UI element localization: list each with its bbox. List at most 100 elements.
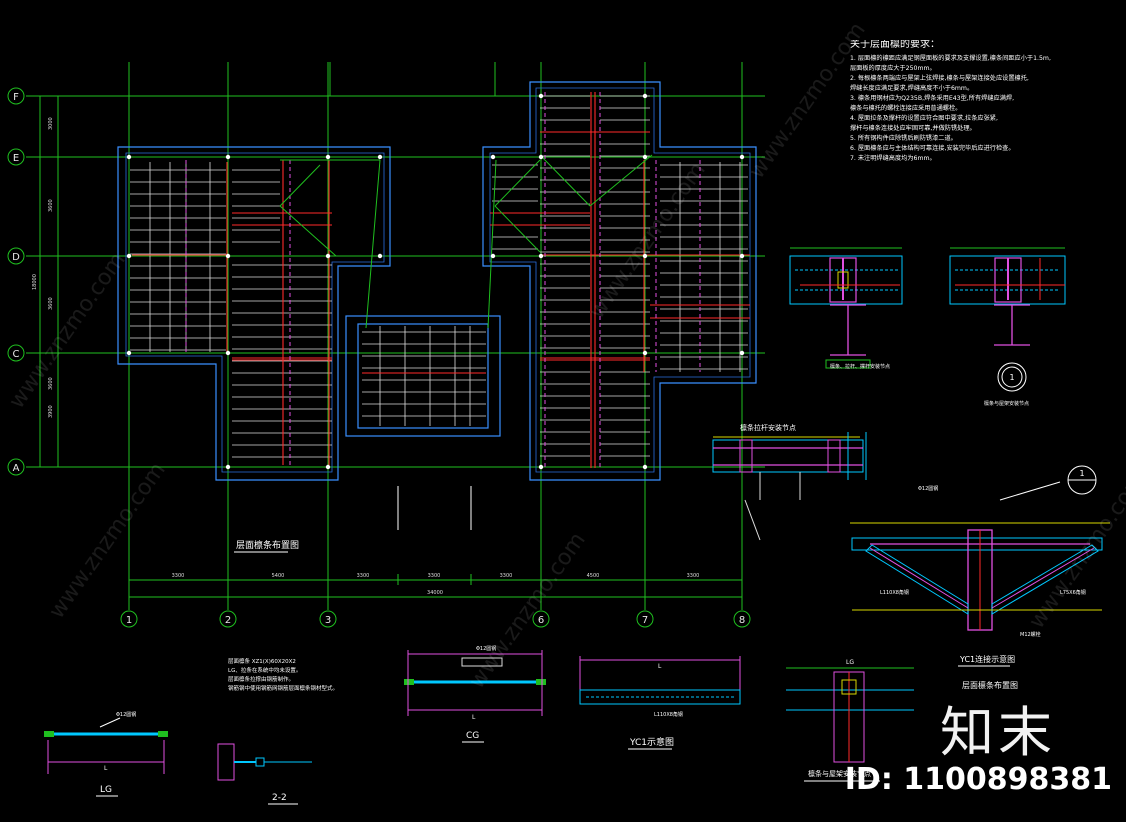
- dim-left-1: 3000: [48, 117, 54, 130]
- notes-title: 关于层面檩的要求：: [850, 40, 940, 50]
- column-nodes: [126, 93, 745, 470]
- column-node: [490, 253, 496, 259]
- axis-label-F: F: [13, 92, 19, 103]
- watermark-brand: 知末: [940, 701, 1056, 764]
- column-node: [642, 350, 648, 356]
- purlin-node-detail-a: [789, 247, 903, 369]
- dim-bottom-total: 34000: [427, 590, 443, 596]
- purlin-install-node-label: LG: [846, 659, 854, 666]
- notes-item: 4. 屋面拉条及撑杆的设置应符合图中要求,拉条应张紧,: [850, 115, 998, 122]
- notes-item: 檩条与檩托的螺栓连接应采用普通螺栓。: [850, 105, 962, 112]
- cg-detail: Φ12圆钢 L CG: [404, 645, 546, 743]
- left-dimension: [36, 95, 62, 468]
- section-cut-lines: [397, 486, 472, 530]
- notes-item: 撑杆与檩条连接处应牢固可靠,并做防锈处理。: [850, 125, 976, 132]
- tie-rods: [132, 131, 750, 374]
- notes-item: 焊缝长度应满足要求,焊缝高度不小于6mm。: [850, 85, 974, 92]
- svg-text:LG、拉条在系统中均未设置。: LG、拉条在系统中均未设置。: [228, 666, 301, 674]
- section-2-2-title: 2-2: [272, 793, 287, 803]
- column-node: [538, 93, 544, 99]
- yc1-title: YC1示意图: [629, 736, 674, 748]
- lg-title: LG: [100, 785, 112, 795]
- notes-item: 7. 未注明焊缝高度均为6mm。: [850, 155, 936, 162]
- column-node: [739, 350, 745, 356]
- axis-label-C: C: [13, 349, 20, 360]
- column-node: [126, 350, 132, 356]
- notes-item: 层面板的厚度应大于250mm。: [850, 65, 936, 72]
- yc1-diag-label-left: L110X8角钢: [880, 589, 909, 596]
- purlins-left-wing: [130, 162, 332, 458]
- column-node: [325, 464, 331, 470]
- dim-bottom-5: 3300: [500, 573, 513, 579]
- svg-text:檩条、拉杆、撑杆安装节点: 檩条、拉杆、撑杆安装节点: [830, 363, 890, 370]
- yc1-schematic: L L110X8角钢 YC1示意图: [579, 656, 741, 750]
- connection-detail-middle: 檩条拉杆安装节点: [712, 423, 867, 541]
- dim-bottom-2: 5400: [272, 573, 285, 579]
- purlin-install-node-title: 檩条与屋架安装节点: [808, 769, 871, 778]
- axis-label-A: A: [13, 463, 20, 474]
- purlins-middle: [362, 326, 486, 426]
- column-node: [642, 154, 648, 160]
- notes-item: 1. 层面檩的檩距应满足钢屋面板的要求及支撑设置,檩条间距应小于1.5m,: [850, 55, 1051, 62]
- bottom-dimension: [128, 574, 743, 603]
- column-node: [739, 253, 745, 259]
- design-notes: 关于层面檩的要求： 1. 层面檩的檩距应满足钢屋面板的要求及支撑设置,檩条间距应…: [850, 40, 1110, 164]
- axis-label-8: 8: [739, 615, 745, 626]
- dim-bottom-7: 3300: [687, 573, 700, 579]
- lg-detail: Φ12圆钢 L LG: [44, 711, 168, 797]
- axis-bubbles: [7, 87, 751, 628]
- dim-left-4: 3600: [48, 377, 54, 390]
- axis-label-3: 3: [325, 615, 331, 626]
- dim-left-2: 3600: [48, 199, 54, 212]
- connection-detail-title: 檩条拉杆安装节点: [740, 423, 796, 432]
- column-node: [377, 154, 383, 160]
- vertical-rods: [226, 92, 645, 468]
- svg-text:层面檩条拉撑由钢筋制作。: 层面檩条拉撑由钢筋制作。: [228, 675, 294, 683]
- dim-bottom-3: 3300: [357, 573, 370, 579]
- svg-text:钢筋钢中使用钢筋网钢筋层面檩条钢材型式。: 钢筋钢中使用钢筋网钢筋层面檩条钢材型式。: [228, 684, 338, 692]
- dim-bottom-1: 3300: [172, 573, 185, 579]
- axis-label-D: D: [12, 252, 20, 263]
- column-node: [126, 154, 132, 160]
- cg-rod-label: Φ12圆钢: [476, 645, 496, 652]
- callout-1-number: 1: [1009, 373, 1014, 382]
- yc1-callout-number: 1: [1079, 469, 1084, 478]
- axis-label-7: 7: [642, 615, 648, 626]
- lg-rod-label: Φ12圆钢: [116, 711, 136, 718]
- cg-length: L: [472, 714, 476, 721]
- yc1-bolt-label: M12螺栓: [1020, 631, 1041, 638]
- yc1-connection-title: YC1连接示意图: [959, 654, 1015, 664]
- notes-item: 6. 屋面檩条应与主体结构可靠连接,安装完毕后应进行检查。: [850, 145, 1015, 152]
- column-node: [538, 464, 544, 470]
- dim-left-5: 3900: [48, 405, 54, 418]
- yc1-member-label: L110X8角钢: [654, 711, 683, 718]
- notes-item: 3. 檩条用钢材应为Q235B,焊条采用E43型,所有焊缝应满焊,: [850, 95, 1015, 102]
- column-node: [325, 253, 331, 259]
- dim-bottom-6: 4500: [587, 573, 600, 579]
- purlin-install-node: LG 檩条与屋架安装节点 层面檩条布置图: [786, 659, 1018, 782]
- yc1-diag-label-right: L75X6角钢: [1060, 589, 1086, 596]
- axis-label-E: E: [13, 153, 19, 164]
- building-outline: [117, 81, 757, 481]
- notes-item: 2. 每根檩条两端应与屋架上弦焊接,檩条与屋架连接处应设置檩托,: [850, 75, 1029, 82]
- purlin-node-detail-b: [949, 247, 1066, 346]
- column-node: [225, 350, 231, 356]
- section-2-2: 2-2: [217, 743, 312, 805]
- column-node: [225, 464, 231, 470]
- dim-left-total: 18000: [32, 274, 38, 290]
- column-node: [642, 464, 648, 470]
- cg-title: CG: [466, 731, 479, 741]
- column-node: [642, 253, 648, 259]
- purlins-right-wing: [492, 95, 748, 457]
- roof-plan-title: 层面檩条布置图: [236, 539, 299, 551]
- column-node: [642, 93, 648, 99]
- column-node: [377, 253, 383, 259]
- column-node: [325, 154, 331, 160]
- column-node: [126, 253, 132, 259]
- lg-length: L: [104, 765, 108, 772]
- column-node: [225, 253, 231, 259]
- column-node: [225, 154, 231, 160]
- watermark-id: ID: 1100898381: [844, 762, 1112, 797]
- right-plan-title: 层面檩条布置图: [962, 680, 1018, 690]
